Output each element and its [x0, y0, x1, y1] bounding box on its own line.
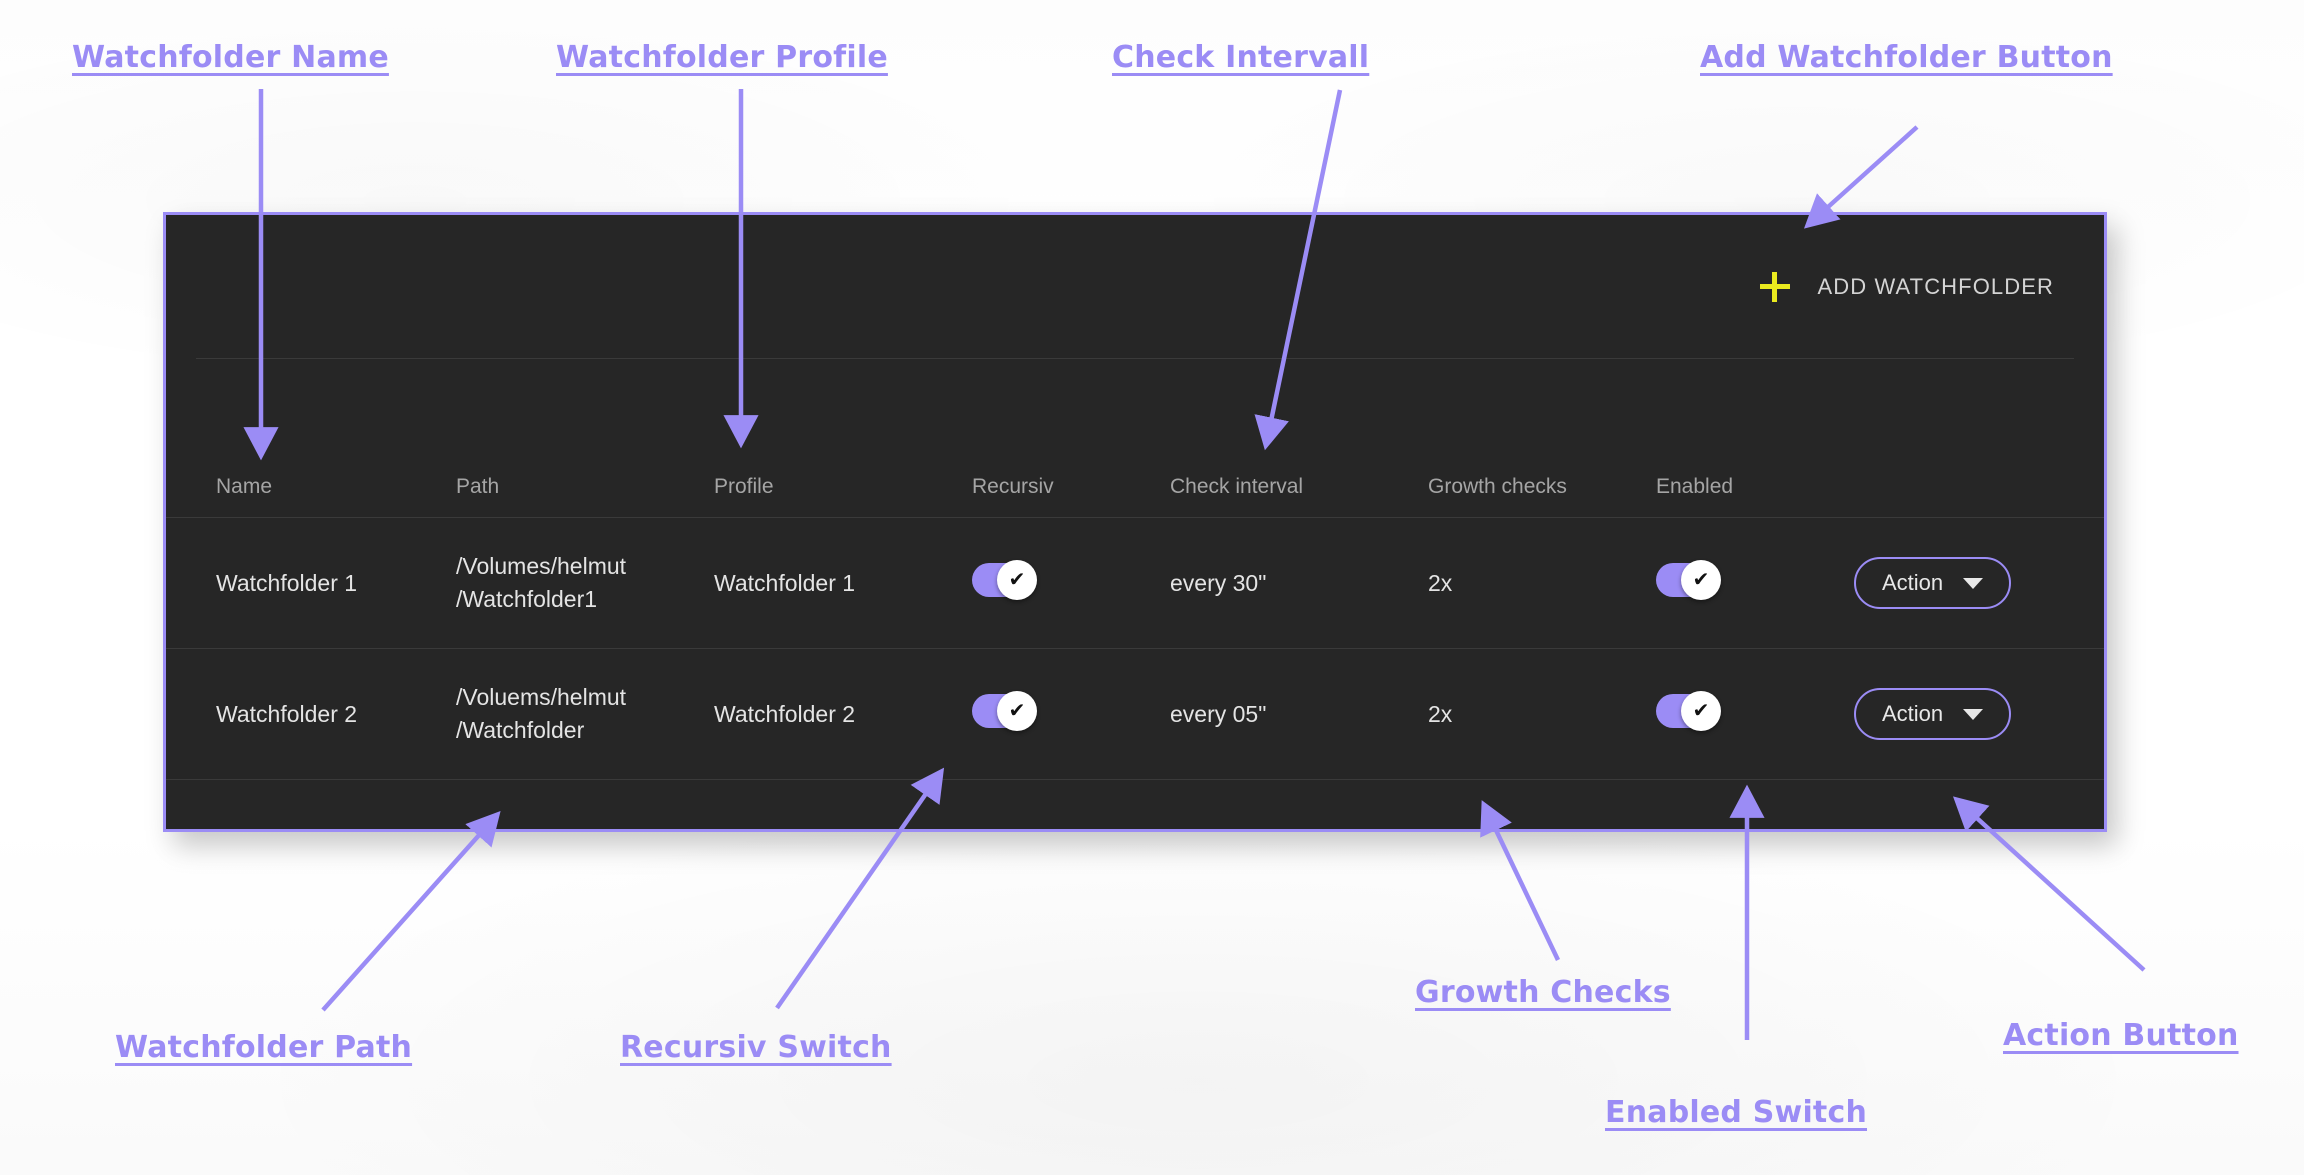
table-head: Name Path Profile Recursiv Check interva…	[166, 359, 2104, 518]
arrow-add-watchfolder	[1803, 125, 1919, 229]
annotation-label-add-watchfolder: Add Watchfolder Button	[1700, 40, 2113, 75]
cell-recursiv: ✔	[972, 517, 1170, 649]
cell-path: /Volumes/helmut /Watchfolder1	[456, 517, 714, 649]
check-icon: ✔	[997, 560, 1037, 600]
cell-path: /Voluems/helmut /Watchfolder	[456, 648, 714, 780]
cell-enabled: ✔	[1656, 648, 1854, 780]
path-line-2: /Watchfolder	[456, 717, 585, 743]
cell-profile: Watchfolder 2	[714, 648, 972, 780]
action-button[interactable]: Action	[1854, 688, 2012, 740]
cell-action: Action	[1854, 648, 2104, 780]
cell-growth-checks: 2x	[1428, 517, 1656, 649]
annotation-label-watchfolder-path: Watchfolder Path	[115, 1030, 413, 1065]
column-header-check-interval: Check interval	[1170, 475, 1304, 498]
cell-recursiv: ✔	[972, 648, 1170, 780]
cell-enabled: ✔	[1656, 517, 1854, 649]
column-header-enabled: Enabled	[1656, 475, 1734, 498]
watchfolder-panel: ADD WATCHFOLDER Name Path Profile Recurs…	[163, 212, 2107, 832]
cell-name: Watchfolder 1	[166, 517, 456, 649]
path-line-2: /Watchfolder1	[456, 586, 598, 612]
table-row: Watchfolder 1 /Volumes/helmut /Watchfold…	[166, 517, 2104, 649]
recursiv-switch[interactable]: ✔	[972, 691, 1037, 731]
annotation-label-watchfolder-profile: Watchfolder Profile	[556, 40, 888, 75]
add-watchfolder-label: ADD WATCHFOLDER	[1817, 273, 2054, 299]
cell-check-interval: every 30"	[1170, 517, 1428, 649]
check-icon: ✔	[997, 691, 1037, 731]
annotation-label-enabled-switch: Enabled Switch	[1605, 1095, 1868, 1130]
cell-name: Watchfolder 2	[166, 648, 456, 780]
watchfolder-table: Name Path Profile Recursiv Check interva…	[166, 359, 2104, 780]
cell-growth-checks: 2x	[1428, 648, 1656, 780]
table-row: Watchfolder 2 /Voluems/helmut /Watchfold…	[166, 648, 2104, 780]
column-header-name: Name	[216, 475, 273, 498]
check-icon: ✔	[1681, 691, 1721, 731]
action-button-label: Action	[1882, 570, 1944, 595]
arrow-watchfolder-path	[321, 810, 501, 1012]
annotation-label-watchfolder-name: Watchfolder Name	[72, 40, 389, 75]
annotation-label-recursiv-switch: Recursiv Switch	[620, 1030, 892, 1065]
column-header-action	[1854, 359, 2104, 518]
cell-check-interval: every 05"	[1170, 648, 1428, 780]
enabled-switch[interactable]: ✔	[1656, 560, 1721, 600]
add-watchfolder-button[interactable]: ADD WATCHFOLDER	[1750, 266, 2075, 308]
annotation-label-growth-checks: Growth Checks	[1415, 975, 1671, 1010]
cell-action: Action	[1854, 517, 2104, 649]
path-line-1: /Voluems/helmut	[456, 684, 627, 711]
action-button-label: Action	[1882, 701, 1944, 726]
table-body: Watchfolder 1 /Volumes/helmut /Watchfold…	[166, 517, 2104, 780]
annotation-label-action-button: Action Button	[2003, 1018, 2239, 1053]
column-header-growth-checks: Growth checks	[1428, 475, 1567, 498]
annotation-label-check-intervall: Check Intervall	[1112, 40, 1370, 75]
enabled-switch[interactable]: ✔	[1656, 691, 1721, 731]
column-header-recursiv: Recursiv	[972, 475, 1054, 498]
recursiv-switch[interactable]: ✔	[972, 560, 1037, 600]
check-icon: ✔	[1681, 560, 1721, 600]
plus-icon	[1759, 271, 1790, 302]
chevron-down-icon	[1963, 577, 1984, 589]
action-button[interactable]: Action	[1854, 557, 2012, 609]
cell-profile: Watchfolder 1	[714, 517, 972, 649]
panel-header: ADD WATCHFOLDER	[166, 215, 2104, 358]
path-line-1: /Volumes/helmut	[456, 553, 627, 580]
table-header-row: Name Path Profile Recursiv Check interva…	[166, 359, 2104, 518]
column-header-path: Path	[456, 475, 500, 498]
chevron-down-icon	[1963, 708, 1984, 720]
column-header-profile: Profile	[714, 475, 774, 498]
